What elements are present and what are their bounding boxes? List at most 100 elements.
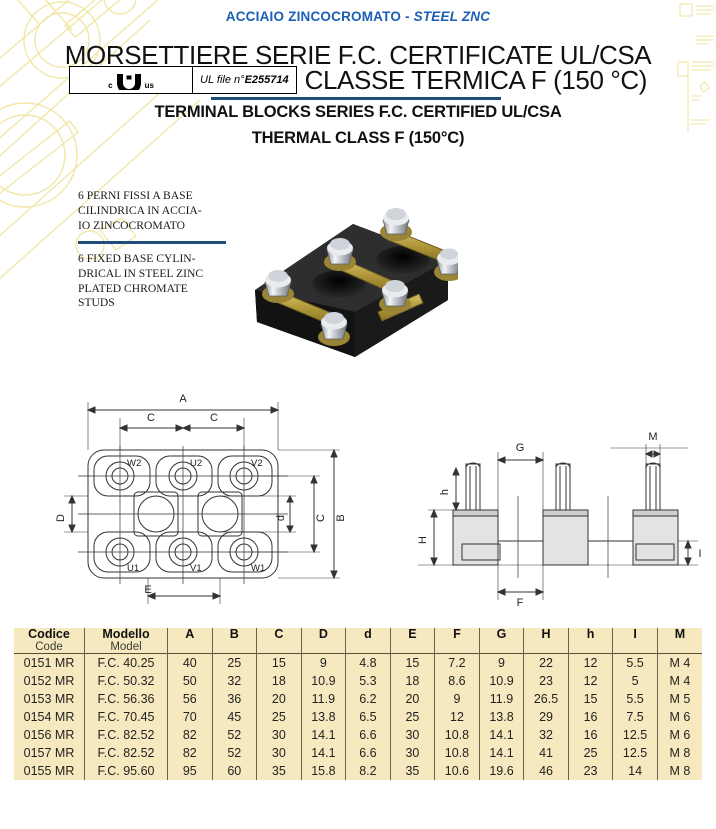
table-cell: 13.8	[300, 708, 346, 727]
table-cell: 14	[612, 762, 658, 781]
kicker-heading: ACCIAIO ZINCOCROMATO - STEEL ZNC	[0, 9, 716, 24]
table-cell: 19.6	[478, 762, 524, 781]
table-cell: 12	[434, 708, 480, 727]
description-italian-line-2: CILINDRICA IN ACCIA-	[78, 203, 202, 217]
table-cell: 16	[567, 708, 613, 727]
table-cell: 30	[389, 744, 435, 763]
ul-file-number-box: UL file n°E255714	[193, 67, 296, 93]
kicker-separator: -	[401, 9, 414, 24]
table-cell: 30	[389, 726, 435, 745]
ul-certification-badge: c us UL file n°E255714	[69, 66, 297, 94]
kicker-italian: ACCIAIO ZINCOCROMATO	[225, 9, 402, 24]
table-cell: 50	[167, 672, 213, 691]
table-cell: 14.1	[300, 726, 346, 745]
dim-label-I: I	[698, 548, 701, 560]
description-english-line-4: STUDS	[78, 296, 115, 310]
table-cell: F.C. 82.52	[84, 726, 168, 745]
table-cell: M 4	[656, 653, 702, 673]
dim-label-d: d	[275, 515, 287, 521]
table-cell: 35	[389, 762, 435, 781]
table-header: Codice Code Modello Model A B C D d E F …	[14, 627, 702, 654]
description-divider	[78, 241, 226, 244]
table-cell: 18	[389, 672, 435, 691]
table-cell: 52	[211, 726, 257, 745]
table-cell: 10.6	[434, 762, 480, 781]
dim-label-E: E	[144, 584, 151, 596]
col-header-H: H	[523, 627, 569, 654]
table-cell: 29	[523, 708, 569, 727]
table-cell: M 6	[656, 708, 702, 727]
col-header-C: C	[256, 627, 302, 654]
col-header-code-en: Code	[35, 641, 63, 654]
table-cell: 5	[612, 672, 658, 691]
table-cell: 5.3	[345, 672, 391, 691]
table-cell: 46	[523, 762, 569, 781]
table-cell: 7.2	[434, 653, 480, 673]
table-cell: 25	[389, 708, 435, 727]
table-cell: 82	[167, 744, 213, 763]
kicker-english: STEEL ZNC	[413, 9, 491, 24]
title-divider-rule	[211, 97, 501, 100]
col-header-model: Modello Model	[84, 627, 168, 654]
table-cell: 41	[523, 744, 569, 763]
table-cell: 56	[167, 690, 213, 709]
side-view-drawing: H h G M F I	[417, 431, 702, 609]
col-header-code-it: Codice	[28, 627, 70, 641]
table-cell: 0152 MR	[23, 674, 75, 689]
table-cell: 6.6	[345, 726, 391, 745]
table-cell: 15	[567, 690, 613, 709]
table-cell: 9	[434, 690, 480, 709]
stud	[262, 270, 294, 303]
table-cell: 25	[256, 708, 302, 727]
table-cell: M 5	[656, 690, 702, 709]
col-header-D: D	[300, 627, 346, 654]
description-italian-line-3: IO ZINCOCROMATO	[78, 218, 186, 232]
table-cell: M 4	[656, 672, 702, 691]
ul-us-label: us	[144, 81, 154, 90]
specification-table-wrapper: Codice Code Modello Model A B C D d E F …	[14, 627, 702, 781]
page-title-italian-tail: CLASSE TERMICA F (150 °C)	[304, 64, 648, 95]
table-cell: 14.1	[478, 744, 524, 763]
table-cell: 82	[167, 726, 213, 745]
table-cell: 16	[567, 726, 613, 745]
table-cell: 0154 MR	[23, 710, 75, 725]
table-cell: 6.2	[345, 690, 391, 709]
table-cell: 23	[523, 672, 569, 691]
terminal-label-V2: V2	[251, 458, 263, 469]
col-header-M: M	[656, 627, 702, 654]
table-cell: 12	[567, 653, 613, 673]
col-header-code: Codice Code	[14, 627, 85, 654]
page-title-italian: MORSETTIERE SERIE F.C. CERTIFICATE UL/CS…	[64, 40, 652, 70]
page-title-english-line2: THERMAL CLASS F (150°C)	[251, 128, 465, 147]
table-cell: 11.9	[300, 690, 346, 709]
product-photo	[255, 208, 458, 357]
table-cell: 8.2	[345, 762, 391, 781]
table-cell: 35	[256, 762, 302, 781]
table-cell: 9	[478, 653, 524, 673]
table-cell: M 8	[656, 744, 702, 763]
col-header-B: B	[211, 627, 257, 654]
table-cell: 15	[256, 653, 302, 673]
description-italian-line-1: 6 PERNI FISSI A BASE	[78, 189, 193, 202]
table-cell: 15	[389, 653, 435, 673]
table-cell: F.C. 56.36	[84, 690, 168, 709]
table-cell: 36	[211, 690, 257, 709]
table-cell: 20	[256, 690, 302, 709]
table-cell: 52	[211, 744, 257, 763]
terminal-label-W1: W1	[251, 563, 265, 574]
table-cell: 7.5	[612, 708, 658, 727]
dim-label-C-right: C	[210, 412, 218, 424]
terminal-label-U2: U2	[190, 458, 202, 469]
table-cell: 26.5	[523, 690, 569, 709]
table-cell: 6.6	[345, 744, 391, 763]
table-cell: 40	[167, 653, 213, 673]
terminal-label-W2: W2	[127, 458, 141, 469]
page-title-english-line1: TERMINAL BLOCKS SERIES F.C. CERTIFIED UL…	[154, 103, 562, 121]
table-cell: 0155 MR	[23, 764, 75, 779]
table-cell: F.C. 82.52	[84, 744, 168, 763]
col-header-G: G	[478, 627, 524, 654]
